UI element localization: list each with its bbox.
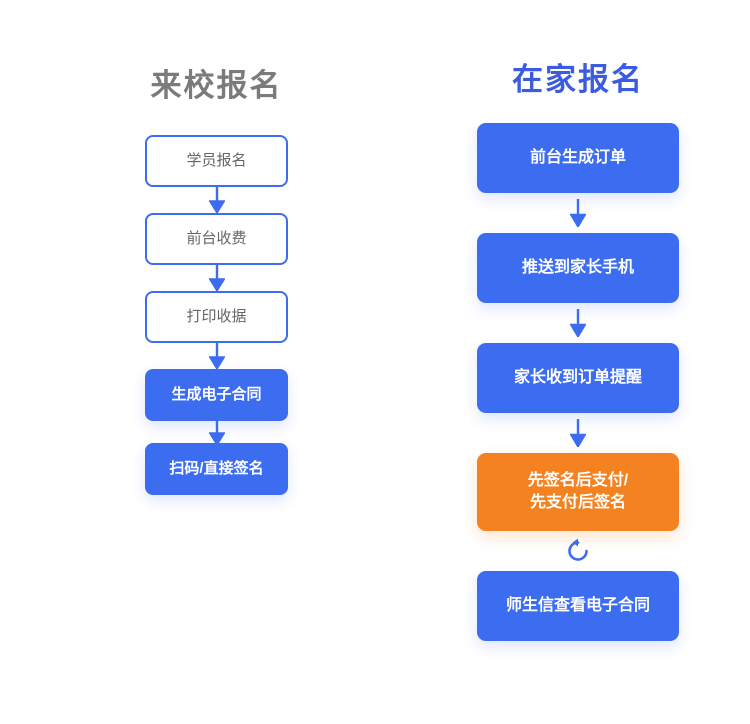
node-front-desk-create-order[interactable]: 前台生成订单 — [477, 123, 679, 193]
connector-left-2 — [145, 265, 288, 291]
connector-left-4 — [145, 419, 288, 445]
node-generate-econtract[interactable]: 生成电子合同 — [145, 369, 288, 421]
arrow-down-icon — [208, 265, 225, 291]
node-parent-receives-order-reminder[interactable]: 家长收到订单提醒 — [477, 343, 679, 413]
connector-left-1 — [145, 187, 288, 213]
node-teacher-student-view-econtract[interactable]: 师生信查看电子合同 — [477, 571, 679, 641]
flow-column-right: 在家报名 前台生成订单 推送到家长手机 家长收到订单提醒 — [477, 0, 679, 641]
arrow-down-icon — [570, 199, 586, 227]
node-front-desk-fee[interactable]: 前台收费 — [145, 213, 288, 265]
connector-right-2 — [477, 303, 679, 343]
node-print-receipt[interactable]: 打印收据 — [145, 291, 288, 343]
flow-column-left: 来校报名 学员报名 前台收费 打印收据 — [145, 0, 288, 495]
loop-arrow-icon — [565, 538, 591, 564]
arrow-down-icon — [208, 419, 225, 445]
column-title-left: 来校报名 — [150, 68, 283, 103]
node-student-registration[interactable]: 学员报名 — [145, 135, 288, 187]
node-scan-or-direct-sign[interactable]: 扫码/直接签名 — [145, 443, 288, 495]
connector-right-4 — [477, 531, 679, 571]
connector-right-1 — [477, 193, 679, 233]
node-push-to-parent-phone[interactable]: 推送到家长手机 — [477, 233, 679, 303]
arrow-down-icon — [208, 187, 225, 213]
connector-left-3 — [145, 343, 288, 369]
column-title-right: 在家报名 — [512, 62, 644, 97]
arrow-down-icon — [570, 309, 586, 337]
arrow-down-icon — [570, 419, 586, 447]
node-sign-then-pay-or-pay-then-sign[interactable]: 先签名后支付/ 先支付后签名 — [477, 453, 679, 531]
arrow-down-icon — [208, 343, 225, 369]
connector-right-3 — [477, 413, 679, 453]
